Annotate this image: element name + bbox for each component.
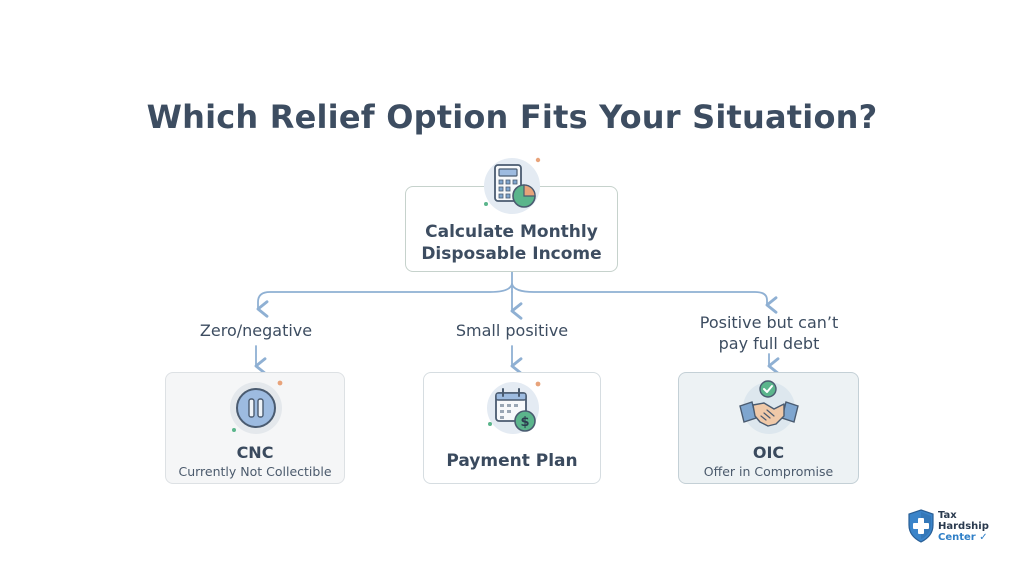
root-label-line2: Disposable Income [421, 244, 602, 264]
shield-cross-icon [908, 509, 934, 543]
connector-right [511, 283, 778, 314]
branch-condition-oic-line2: pay full debt [718, 334, 820, 353]
branch-condition-cnc: Zero/negative [199, 321, 313, 340]
connector-left [256, 283, 513, 318]
logo-line-center: Center ✓ [938, 532, 989, 543]
logo-text: Tax Hardship Center ✓ [938, 510, 989, 543]
root-label-line1: Calculate Monthly [425, 222, 598, 242]
logo-line-hardship: Hardship [938, 521, 989, 532]
pause-icon [230, 380, 283, 434]
logo-center-word: Center [938, 532, 976, 543]
branch-condition-oic: Positive but can’t pay full debt [670, 312, 868, 354]
page-title: Which Relief Option Fits Your Situation? [146, 98, 878, 136]
calendar-dollar-icon: $ [487, 381, 541, 434]
option-cnc-title: CNC [236, 443, 274, 462]
branch-condition-plan: Small positive [455, 321, 569, 340]
tax-hardship-center-logo: Tax Hardship Center ✓ [906, 508, 996, 546]
svg-text:$: $ [520, 415, 529, 430]
option-oic-subtitle: Offer in Compromise [703, 464, 834, 479]
logo-line-tax: Tax [938, 510, 957, 521]
option-oic-title: OIC [752, 443, 785, 462]
option-cnc-subtitle: Currently Not Collectible [178, 464, 332, 479]
handshake-check-icon [739, 380, 799, 434]
logo-check-icon: ✓ [975, 532, 988, 543]
root-node-label: Calculate Monthly Disposable Income [406, 221, 617, 265]
calculator-pie-chart-icon [484, 157, 541, 214]
branch-condition-oic-line1: Positive but can’t [699, 313, 839, 332]
option-payment-plan-title: Payment Plan [446, 451, 578, 471]
